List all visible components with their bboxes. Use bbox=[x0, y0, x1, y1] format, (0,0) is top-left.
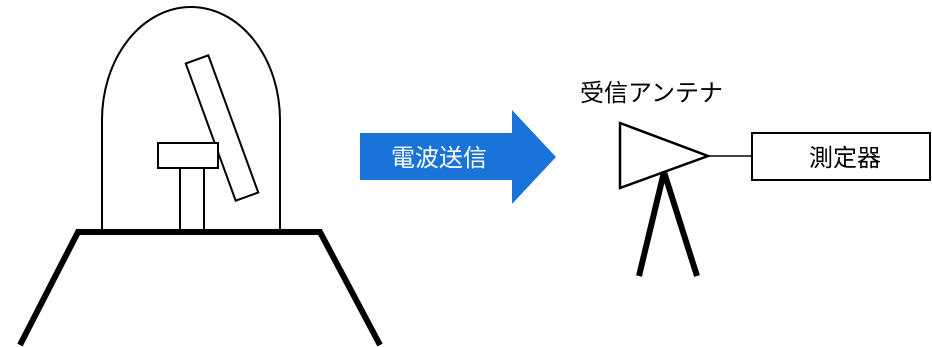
tripod-leg-left bbox=[636, 171, 667, 277]
tripod-leg-right bbox=[661, 171, 700, 277]
mount-block bbox=[157, 142, 219, 169]
base-platform bbox=[17, 229, 383, 347]
antenna-label: 受信アンテナ bbox=[580, 79, 723, 107]
dish-plate bbox=[184, 54, 260, 202]
instrument-label: 測定器 bbox=[809, 144, 881, 172]
transmission-arrow-label: 電波送信 bbox=[391, 144, 487, 172]
instrument-box bbox=[751, 132, 931, 181]
mount-post bbox=[179, 167, 205, 233]
transmission-arrow bbox=[360, 110, 556, 204]
radome-dome bbox=[101, 6, 281, 232]
